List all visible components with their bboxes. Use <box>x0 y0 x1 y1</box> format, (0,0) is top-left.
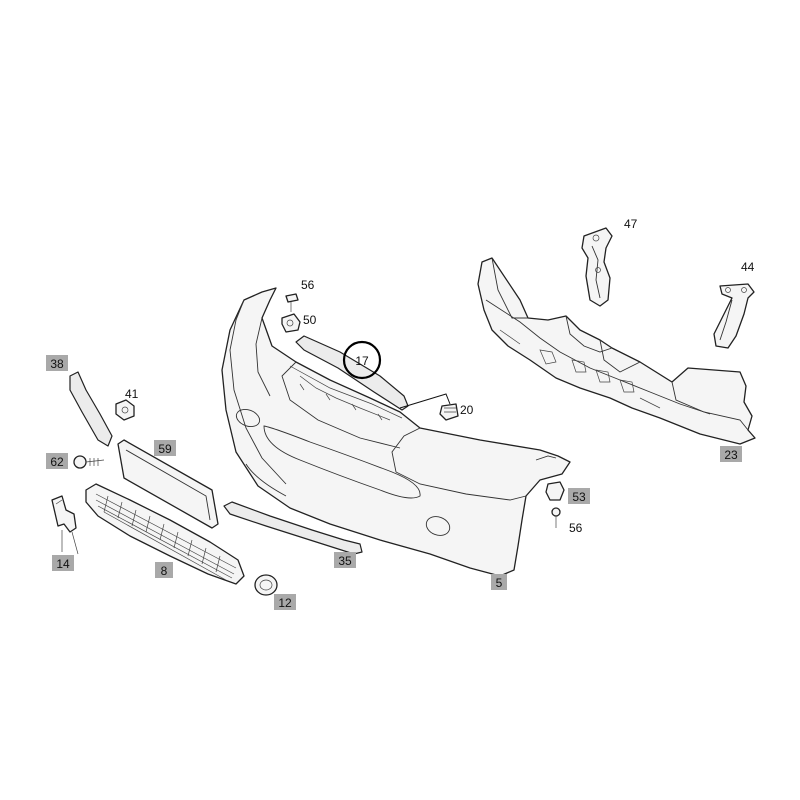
callout-56-top: 56 <box>301 278 315 292</box>
callout-5-box <box>491 574 507 590</box>
tow-eye-14 <box>51 495 79 555</box>
callout-56-bottom: 56 <box>569 521 583 535</box>
callout-47: 47 <box>624 217 638 231</box>
impact-absorber <box>477 257 756 445</box>
callout-62-box <box>46 453 68 469</box>
nut-50 <box>281 313 301 333</box>
callout-17: 17 <box>355 354 369 368</box>
screw-56-bottom <box>551 507 561 528</box>
callout-12-box <box>274 594 296 610</box>
callout-12: 12 <box>278 596 292 610</box>
lower-trim-35 <box>223 501 363 555</box>
fastener-53 <box>545 481 565 501</box>
screw-62 <box>73 455 105 469</box>
callout-59-box <box>154 440 176 456</box>
clip-20 <box>439 403 459 421</box>
callout-59: 59 <box>158 442 172 456</box>
plate-bracket-59 <box>117 439 219 529</box>
callout-23: 23 <box>724 448 738 462</box>
grille-8 <box>85 483 245 585</box>
callout-35: 35 <box>338 554 352 568</box>
cap-12 <box>254 574 278 596</box>
bracket-44 <box>713 283 755 349</box>
callout-44: 44 <box>741 260 755 274</box>
callout-23-box <box>720 446 742 462</box>
callout-41: 41 <box>125 387 139 401</box>
callout-38: 38 <box>50 357 64 371</box>
trim-strip-17 <box>295 335 451 411</box>
callout-62: 62 <box>50 455 64 469</box>
side-trim-38 <box>69 371 113 447</box>
bracket-47 <box>581 227 613 307</box>
callout-14-box <box>52 555 74 571</box>
callout-8-box <box>155 562 173 578</box>
callout-35-box <box>334 552 356 568</box>
callout-20: 20 <box>460 403 474 417</box>
callout-8: 8 <box>161 564 168 578</box>
callout-17-circle <box>342 340 382 380</box>
nut-41 <box>115 399 135 421</box>
callout-38-box <box>46 355 68 371</box>
callout-53-box <box>568 488 590 504</box>
bumper-cover <box>221 287 571 577</box>
callout-14: 14 <box>56 557 70 571</box>
callout-53: 53 <box>572 490 586 504</box>
callout-50: 50 <box>303 313 317 327</box>
screw-56-top <box>285 293 299 312</box>
callout-5: 5 <box>496 576 503 590</box>
